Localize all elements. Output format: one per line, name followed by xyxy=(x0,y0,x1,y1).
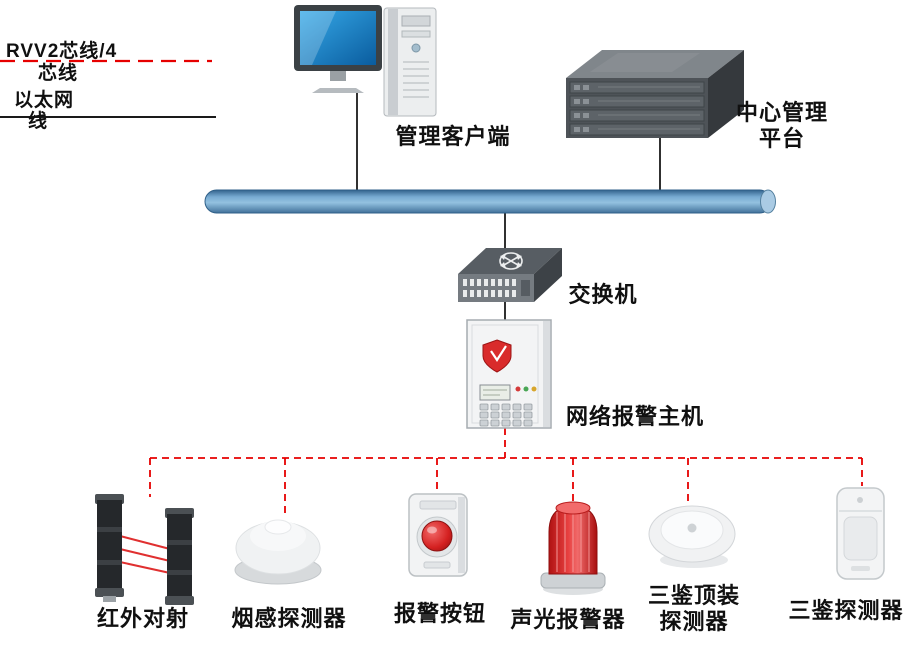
legend-ethernet-label-line1: 以太网 xyxy=(14,90,75,111)
switch-label: 交换机 xyxy=(568,282,638,307)
device-label-button: 报警按钮 xyxy=(393,601,486,626)
legend-rvv-label-line1: RVV2芯线/4 xyxy=(6,41,118,62)
network-bus xyxy=(204,189,776,214)
client-label: 管理客户端 xyxy=(395,124,511,149)
server-label: 中心管理 平台 xyxy=(736,100,828,152)
device-label-triple: 三鉴探测器 xyxy=(788,598,904,623)
alarm-host-icon xyxy=(466,319,552,429)
device-label-sound-light: 声光报警器 xyxy=(510,607,626,632)
alarm-loop-connections xyxy=(149,428,863,516)
triple-tech-detector-icon xyxy=(836,487,885,580)
server-label-line1: 中心管理 xyxy=(736,100,829,125)
legend-ethernet-label-line2: 线 xyxy=(28,111,49,132)
smoke-detector-icon xyxy=(234,519,322,585)
switch-icon xyxy=(458,248,562,302)
legend-rvv-label-line2: 芯线 xyxy=(38,63,79,84)
alarm-host-label: 网络报警主机 xyxy=(565,404,704,429)
ir-beam-detector-icon xyxy=(95,494,194,605)
device-label-triple-ceiling: 三鉴顶装 探测器 xyxy=(647,583,741,635)
client-computer-icon xyxy=(294,5,437,117)
sound-light-alarm-icon xyxy=(540,501,606,595)
server-icon xyxy=(566,50,744,138)
server-label-line2: 平台 xyxy=(758,125,805,151)
triple-tech-ceiling-detector-icon xyxy=(648,505,736,568)
alarm-button-icon xyxy=(408,493,468,577)
device-label-smoke: 烟感探测器 xyxy=(231,606,347,631)
device-label-triple-ceiling-line1: 三鉴顶装 xyxy=(647,583,740,608)
device-label-triple-ceiling-line2: 探测器 xyxy=(659,608,729,634)
device-label-ir-beam: 红外对射 xyxy=(96,606,189,631)
